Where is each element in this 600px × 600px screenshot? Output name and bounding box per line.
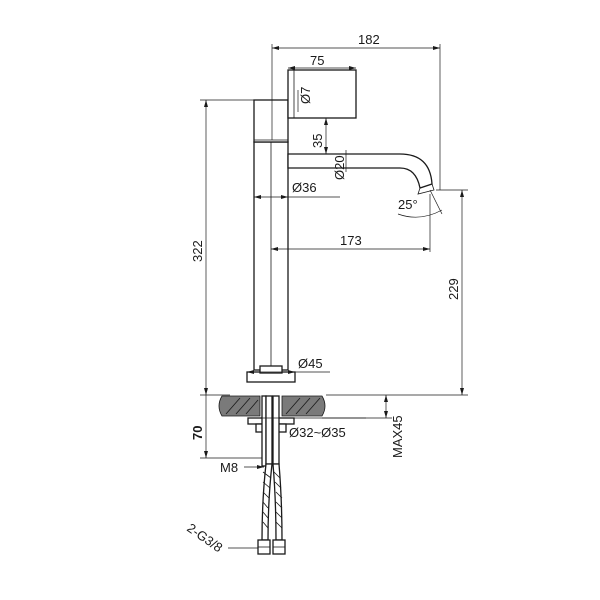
- dim-spout-reach: 173: [340, 233, 362, 248]
- flex-hoses: [257, 463, 286, 555]
- dim-hole-diameter: Ø32~Ø35: [289, 425, 346, 440]
- dimension-lines: [200, 44, 468, 549]
- faucet-body: [246, 69, 435, 383]
- dim-spout-diameter: Ø20: [332, 155, 347, 180]
- dim-spout-height: 229: [446, 278, 461, 300]
- dim-spout-angle: 25°: [398, 197, 418, 212]
- dim-handle-diameter: Ø7: [298, 87, 313, 104]
- dim-handle-height: 35: [310, 134, 325, 148]
- dim-base-diameter: Ø45: [298, 356, 323, 371]
- dim-stud-thread: M8: [220, 460, 238, 475]
- handle-lever: [287, 69, 357, 119]
- dim-total-height: 322: [190, 240, 205, 262]
- deck-left: [218, 395, 261, 417]
- hose-ferrule-right: [272, 395, 280, 465]
- dim-max-deck: MAX45: [390, 415, 405, 458]
- deck-section: [218, 395, 326, 417]
- dim-total-width: 182: [358, 32, 380, 47]
- dim-body-diameter: Ø36: [292, 180, 317, 195]
- dim-below-deck: 70: [190, 426, 205, 440]
- top-cap: [253, 99, 289, 143]
- mounting-hardware: [247, 395, 295, 467]
- dim-hose-thread: 2-G3/8: [184, 520, 225, 555]
- dim-handle-length: 75: [310, 53, 324, 68]
- base-ring: [259, 365, 283, 374]
- hose-ferrule-left: [265, 395, 273, 465]
